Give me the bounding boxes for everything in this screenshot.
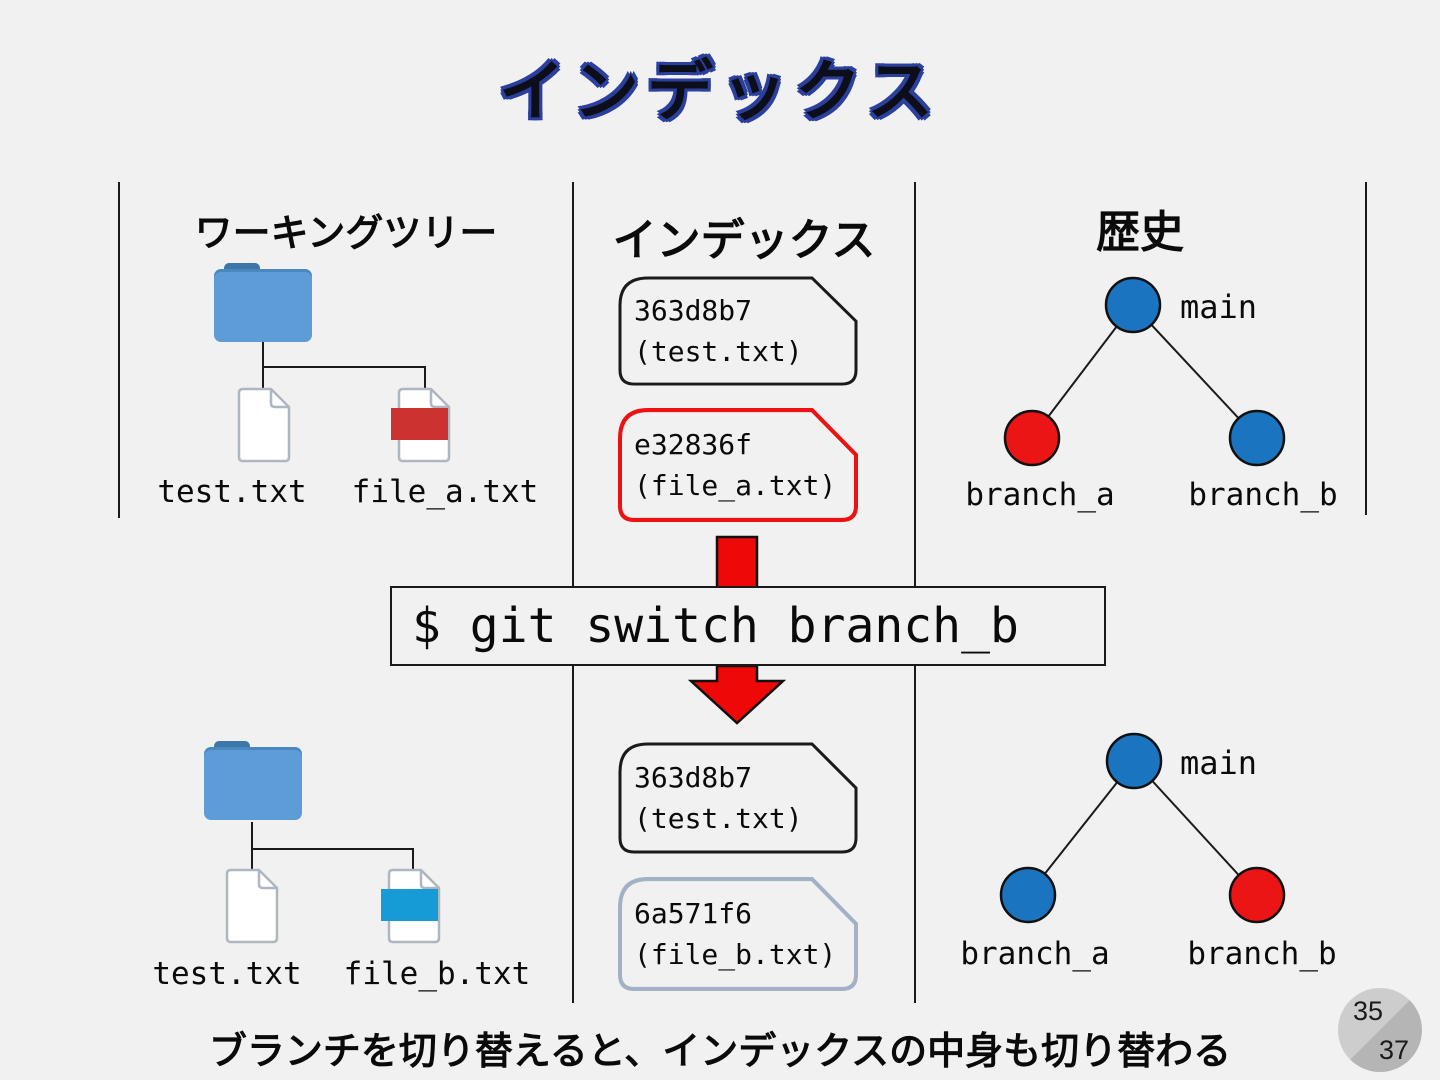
tree-connector (251, 848, 253, 870)
divider-index-history-top (914, 182, 916, 587)
folder-icon (214, 263, 312, 342)
column-header-index: インデックス (612, 216, 876, 265)
history-graph-bottom (999, 732, 1286, 924)
file-icon (237, 387, 291, 463)
folder-icon (204, 741, 302, 820)
branch-label-a: branch_a (965, 477, 1115, 513)
file-icon (225, 868, 279, 944)
commit-node-branch-a (999, 866, 1057, 924)
blob-file: (file_a.txt) (634, 469, 837, 502)
divider-index-history-bottom (914, 666, 916, 1003)
blob-hash: e32836f (634, 428, 753, 461)
commit-node-main (1105, 732, 1163, 790)
command-box: $ git switch branch_b (390, 586, 1106, 666)
file-icon (391, 387, 451, 463)
page-total: 37 (1378, 1035, 1409, 1065)
modified-stripe-blue (381, 889, 438, 921)
column-header-working-tree: ワーキングツリー (194, 213, 498, 255)
tree-connector (262, 366, 426, 368)
history-graph-top (1003, 276, 1286, 467)
file-label: file_b.txt (343, 956, 531, 992)
page-title: インデックス (498, 54, 942, 128)
column-header-history: 歴史 (1096, 208, 1184, 257)
tree-connector (262, 342, 264, 368)
blob-file: (test.txt) (634, 802, 803, 835)
blob-hash: 363d8b7 (634, 294, 753, 327)
slide-caption: ブランチを切り替えると、インデックスの中身も切り替わる (208, 1031, 1232, 1073)
branch-label-b: branch_b (1188, 477, 1338, 513)
file-label: file_a.txt (351, 474, 539, 510)
blob-hash: 363d8b7 (634, 761, 753, 794)
index-blob-new: 6a571f6 (file_b.txt) (618, 877, 858, 991)
page-current: 35 (1353, 996, 1384, 1026)
tree-connector (424, 366, 426, 388)
blob-file: (file_b.txt) (634, 938, 837, 971)
blob-file: (test.txt) (634, 335, 803, 368)
divider-worktree-index-top (572, 182, 574, 587)
commit-node-main (1104, 276, 1162, 334)
blob-hash: 6a571f6 (634, 897, 753, 930)
commit-node-branch-a (1003, 409, 1061, 467)
file-label: test.txt (157, 474, 307, 510)
tree-connector (412, 848, 414, 870)
index-blob-highlighted: e32836f (file_a.txt) (618, 408, 858, 522)
divider-worktree-index-bottom (572, 666, 574, 1003)
file-icon (381, 868, 441, 944)
branch-label-main: main (1180, 288, 1258, 326)
commit-node-branch-b (1228, 866, 1286, 924)
index-blob: 363d8b7 (test.txt) (618, 742, 858, 854)
branch-label-b: branch_b (1187, 936, 1337, 972)
modified-stripe-red (391, 408, 448, 440)
page-number-badge: 35 37 (1338, 988, 1422, 1072)
tree-connector (251, 848, 414, 850)
divider-right (1365, 182, 1367, 515)
divider-left (118, 182, 120, 518)
commit-node-branch-b (1228, 409, 1286, 467)
index-blob: 363d8b7 (test.txt) (618, 276, 858, 386)
tree-connector (251, 822, 253, 850)
tree-connector (262, 366, 264, 388)
branch-label-main: main (1180, 744, 1258, 782)
branch-label-a: branch_a (960, 936, 1110, 972)
file-label: test.txt (152, 956, 302, 992)
